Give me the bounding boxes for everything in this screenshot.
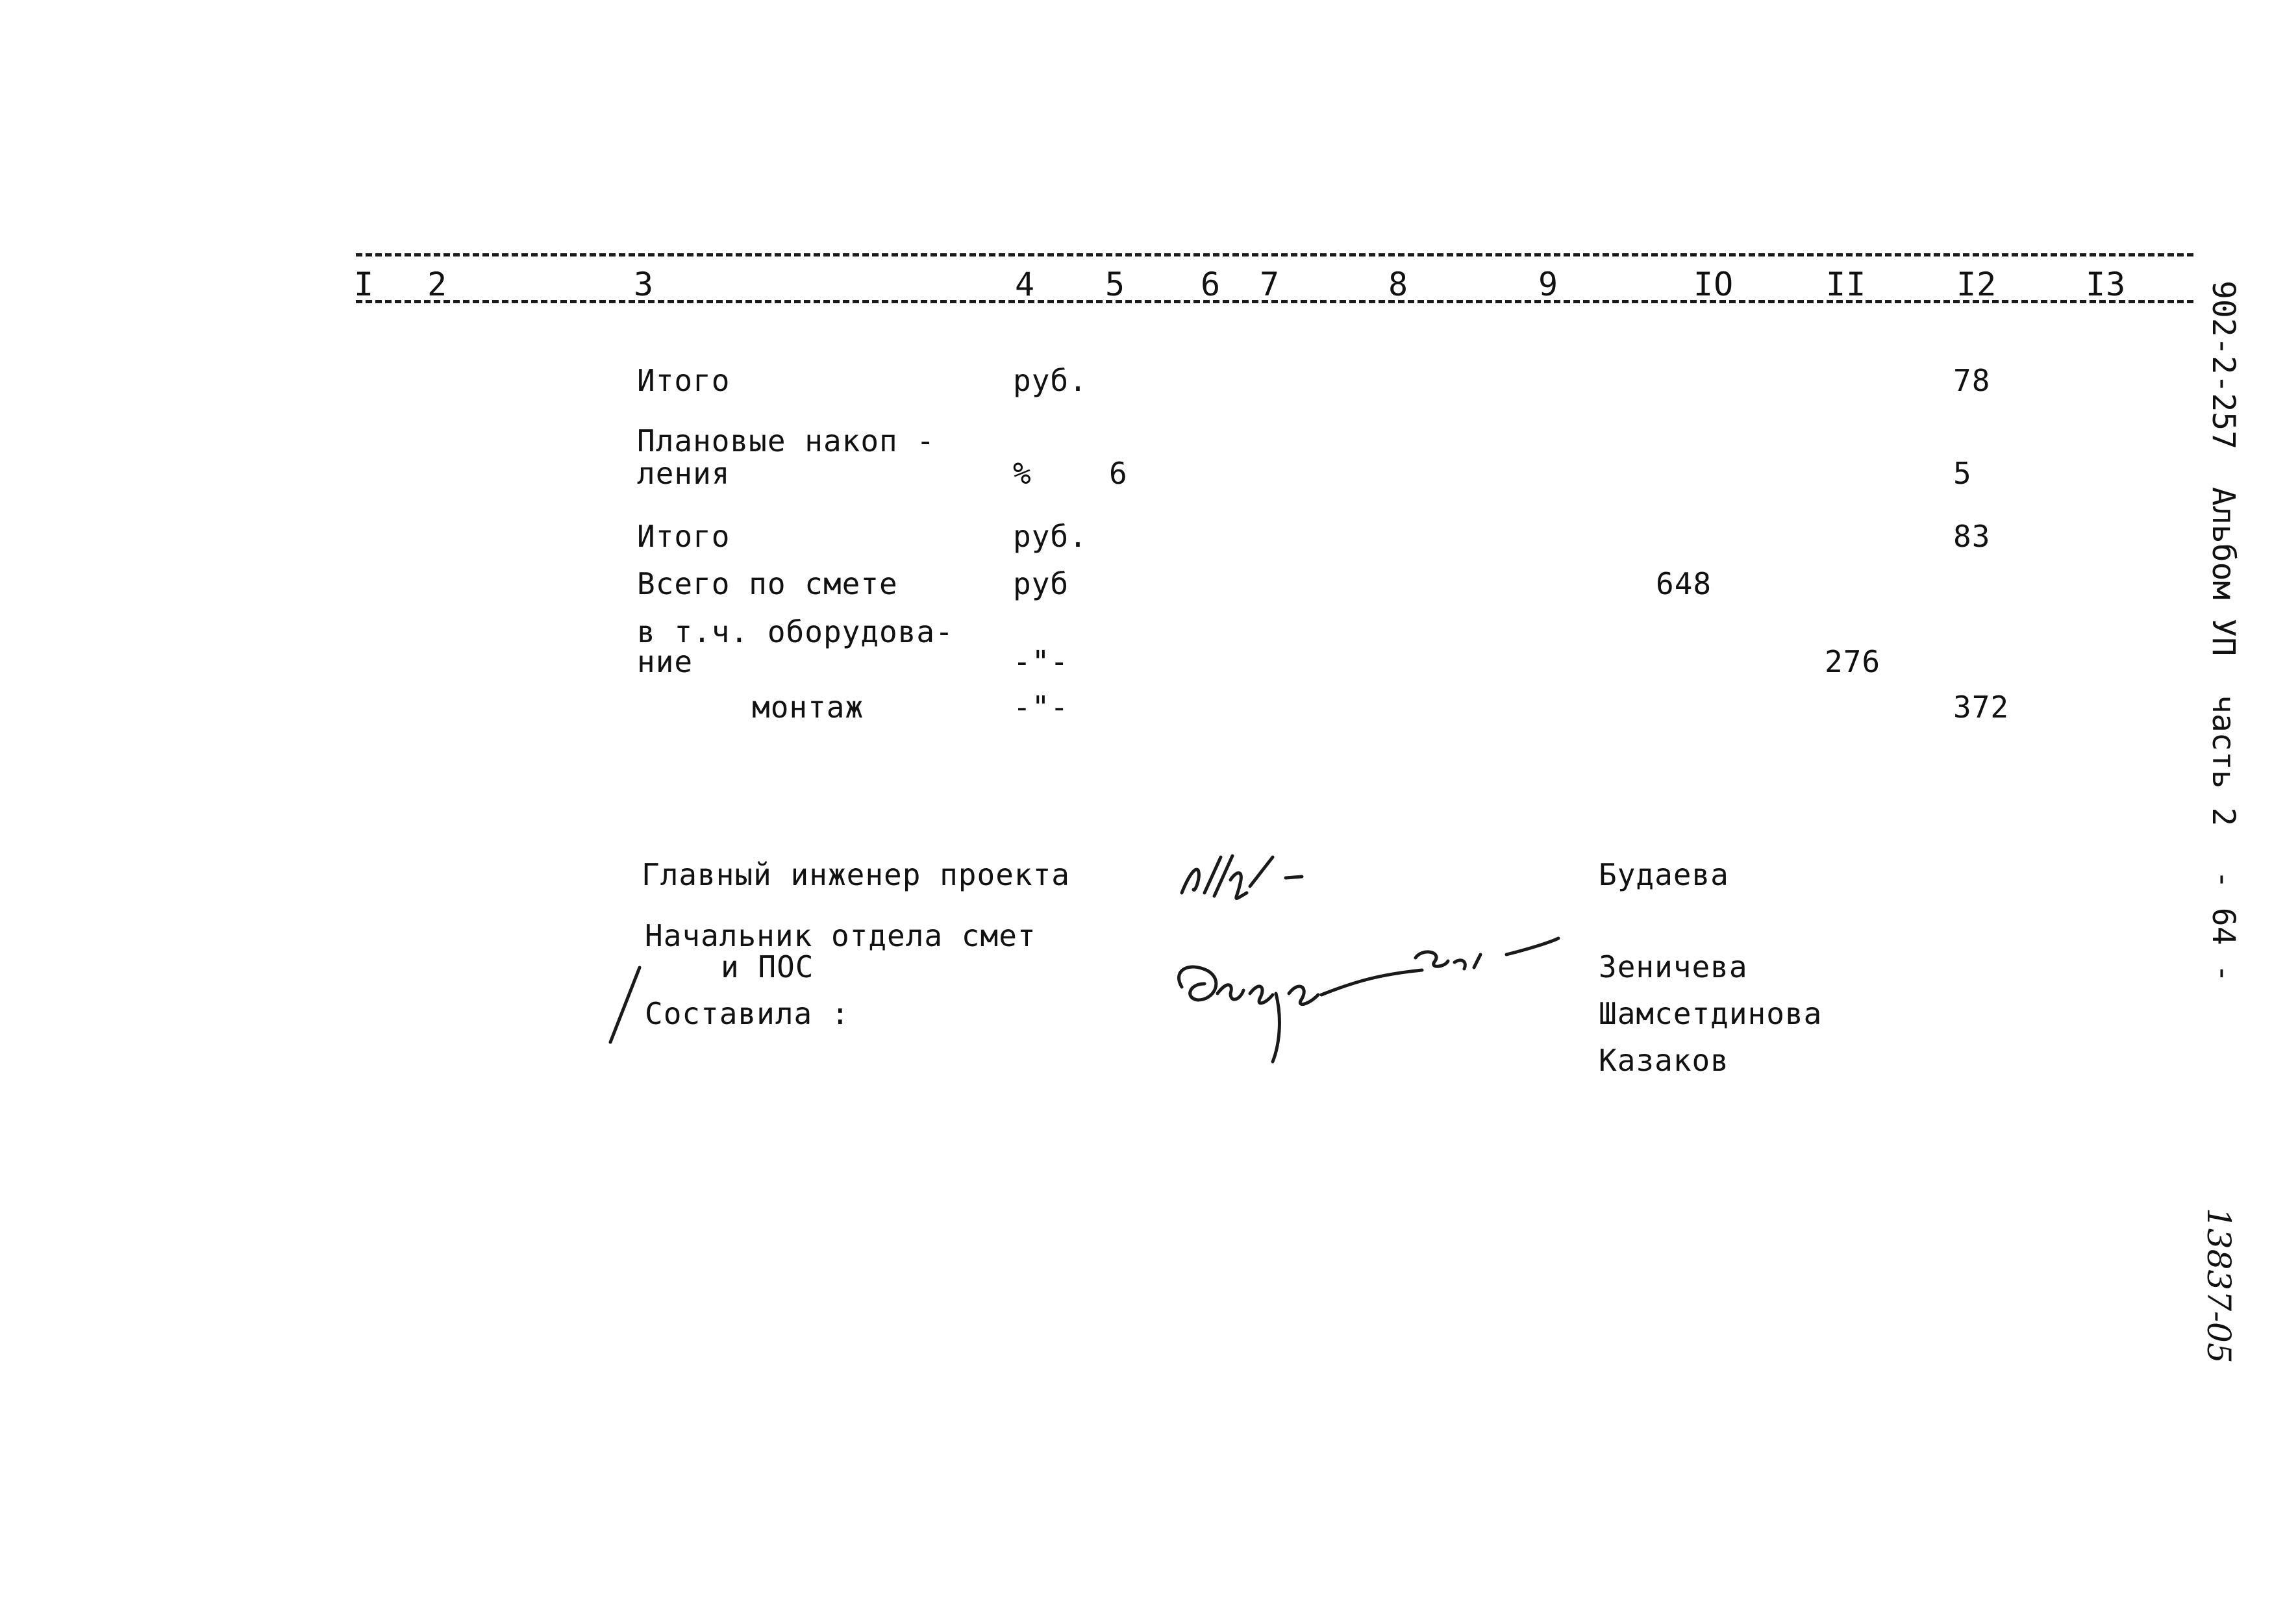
row-2-col5: 6	[1109, 456, 1128, 491]
col-header-12: I2	[1956, 266, 1997, 303]
row-4-unit: руб	[1013, 566, 1069, 601]
col-header-13: I3	[2086, 266, 2127, 303]
signature-1-image	[1180, 854, 1304, 900]
col-header-5: 5	[1105, 266, 1126, 303]
row-5-col11: 276	[1825, 644, 1881, 679]
side-page-number: - 64 -	[2205, 870, 2241, 983]
side-stamp-code: 902-2-257	[2205, 281, 2241, 450]
dept-head-name: Зеничева	[1599, 949, 1748, 984]
side-part: часть 2	[2205, 695, 2241, 827]
row-4-col10: 648	[1656, 566, 1712, 601]
row-2-name-line1: Плановые накоп -	[637, 423, 936, 458]
row-6-col12: 372	[1953, 690, 2010, 725]
signature-2-image	[1177, 936, 1560, 1064]
row-3-col12: 83	[1953, 519, 1991, 554]
row-5-name-line2: ние	[637, 644, 693, 679]
compiled-by-name-1: Шамсетдинова	[1599, 996, 1823, 1031]
col-header-3: 3	[634, 266, 655, 303]
row-1-col12: 78	[1953, 363, 1991, 398]
col-header-7: 7	[1260, 266, 1280, 303]
row-2-unit: %	[1013, 456, 1032, 491]
col-header-2: 2	[427, 266, 448, 303]
dept-head-title-line2: и ПОС	[721, 949, 814, 984]
col-header-10: IO	[1693, 266, 1734, 303]
row-1-name: Итого	[637, 363, 730, 398]
row-5-unit: -"-	[1013, 644, 1069, 679]
row-3-unit: руб.	[1013, 519, 1088, 554]
side-archive-number: 13837-05	[2200, 1208, 2238, 1364]
row-4-name: Всего по смете	[637, 566, 898, 601]
col-header-8: 8	[1388, 266, 1409, 303]
row-5-name-line1: в т.ч. оборудова-	[637, 614, 954, 649]
row-3-name: Итого	[637, 519, 730, 554]
row-2-name-line2: ления	[637, 456, 730, 491]
side-album: Альбом УП	[2205, 487, 2241, 656]
row-6-name: монтаж	[752, 690, 864, 725]
col-header-1: I	[354, 266, 375, 303]
col-header-4: 4	[1015, 266, 1036, 303]
dept-head-title-line1: Начальник отдела смет	[645, 918, 1036, 953]
margin-stroke	[608, 966, 642, 1044]
row-6-unit: -"-	[1013, 690, 1069, 725]
compiled-by-name-2: Казаков	[1599, 1043, 1729, 1078]
compiled-by-title: Составила :	[645, 996, 850, 1031]
col-header-9: 9	[1538, 266, 1559, 303]
row-2-col12: 5	[1953, 456, 1972, 491]
chief-engineer-title: Главный инженер проекта	[642, 857, 1070, 892]
header-top-rule	[356, 253, 2193, 256]
chief-engineer-name: Будаева	[1599, 857, 1729, 892]
row-1-unit: руб.	[1013, 363, 1088, 398]
col-header-6: 6	[1201, 266, 1221, 303]
col-header-11: II	[1826, 266, 1867, 303]
header-bottom-rule	[356, 300, 2193, 303]
